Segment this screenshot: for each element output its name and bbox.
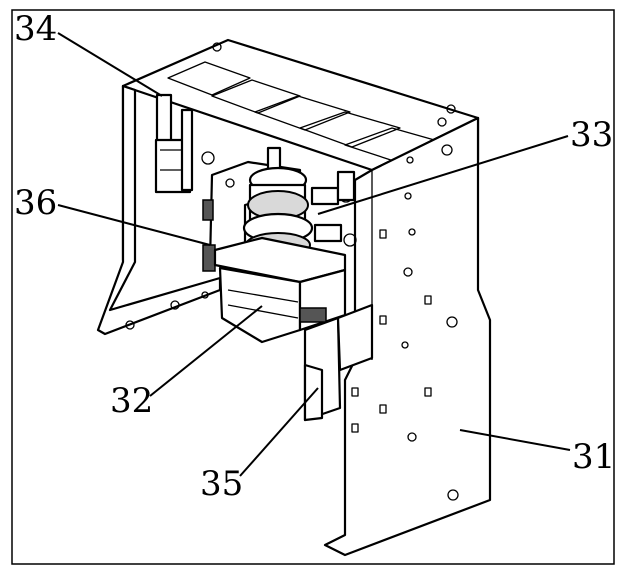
label-36: 36 (14, 183, 57, 223)
label-31: 31 (572, 437, 615, 477)
label-35: 35 (200, 464, 243, 504)
leader-35 (239, 387, 319, 477)
label-34: 34 (14, 9, 57, 49)
sensor-block (303, 303, 374, 422)
label-32: 32 (110, 381, 153, 421)
leader-32 (149, 305, 263, 397)
slide-rail (154, 93, 194, 194)
leader-33 (317, 135, 569, 215)
coupling-assembly (242, 146, 357, 258)
leader-34 (57, 32, 163, 97)
leader-31 (459, 429, 571, 451)
leader-lines (57, 32, 571, 477)
label-33: 33 (570, 115, 613, 155)
front-plate (323, 116, 492, 557)
drawing-frame (11, 9, 615, 565)
leader-36 (57, 204, 211, 246)
